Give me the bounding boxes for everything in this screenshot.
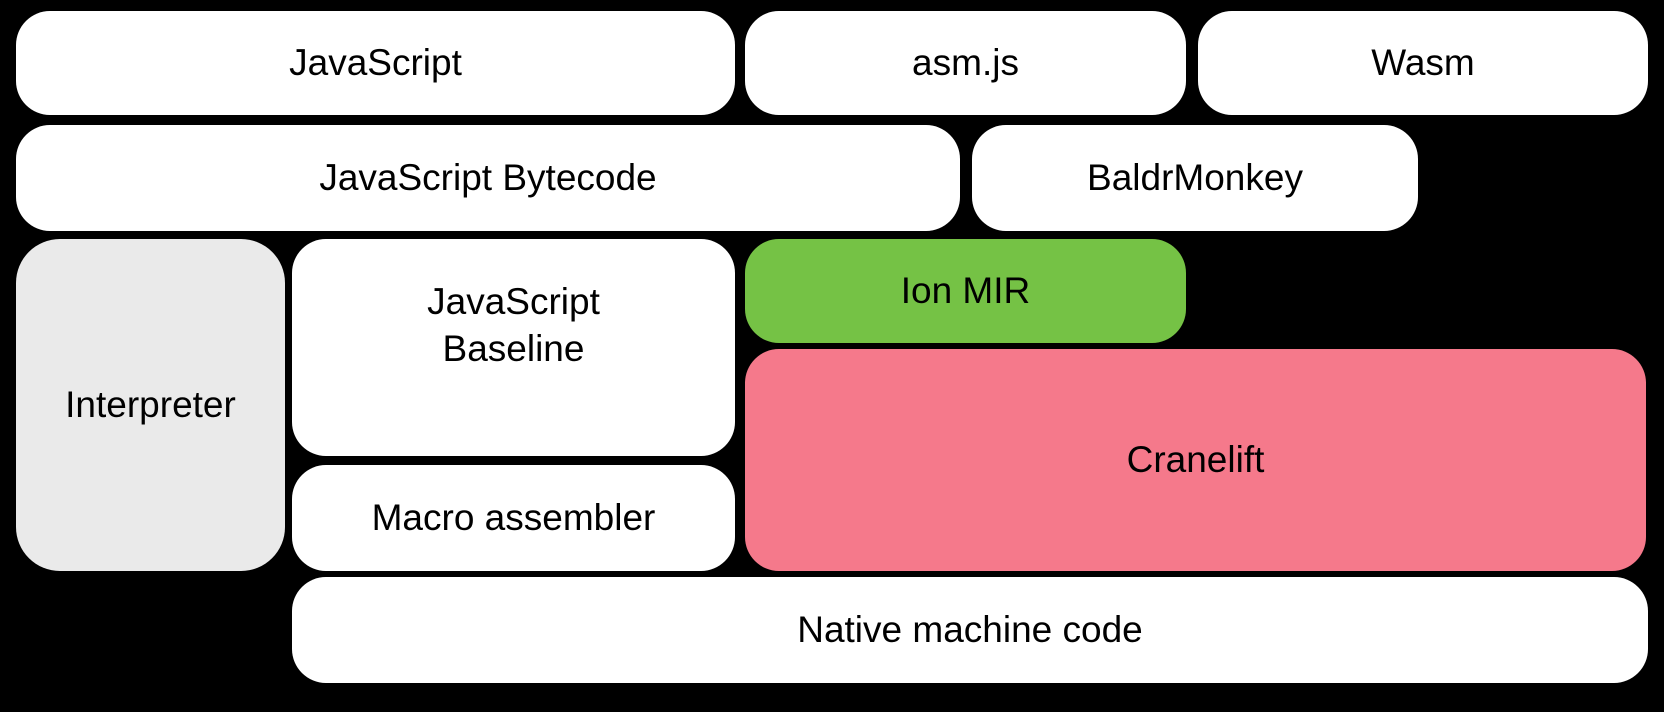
node-ion-mir-label: Ion MIR [900, 269, 1031, 311]
node-baldrmonkey: BaldrMonkey [972, 125, 1418, 231]
node-baldrmonkey-label: BaldrMonkey [1087, 156, 1303, 198]
node-javascript-baseline-label-line1: JavaScript [427, 281, 600, 323]
node-macro-assembler-label: Macro assembler [371, 496, 656, 538]
node-native-machine-code: Native machine code [292, 577, 1648, 683]
node-javascript-label: JavaScript [289, 41, 462, 83]
node-interpreter-label: Interpreter [65, 383, 236, 425]
node-native-machine-code-label: Native machine code [797, 608, 1143, 650]
node-cranelift: Cranelift [745, 349, 1646, 571]
node-javascript-baseline: JavaScript Baseline [292, 239, 735, 456]
node-asmjs: asm.js [745, 11, 1186, 115]
node-interpreter: Interpreter [16, 239, 285, 571]
node-javascript: JavaScript [16, 11, 735, 115]
node-wasm: Wasm [1198, 11, 1648, 115]
node-asmjs-label: asm.js [912, 41, 1019, 83]
node-wasm-label: Wasm [1371, 41, 1475, 83]
node-macro-assembler: Macro assembler [292, 465, 735, 571]
node-cranelift-label: Cranelift [1126, 438, 1265, 480]
node-ion-mir: Ion MIR [745, 239, 1186, 343]
node-javascript-bytecode: JavaScript Bytecode [16, 125, 960, 231]
node-javascript-bytecode-label: JavaScript Bytecode [319, 156, 657, 198]
node-javascript-baseline-label-line2: Baseline [442, 327, 585, 369]
